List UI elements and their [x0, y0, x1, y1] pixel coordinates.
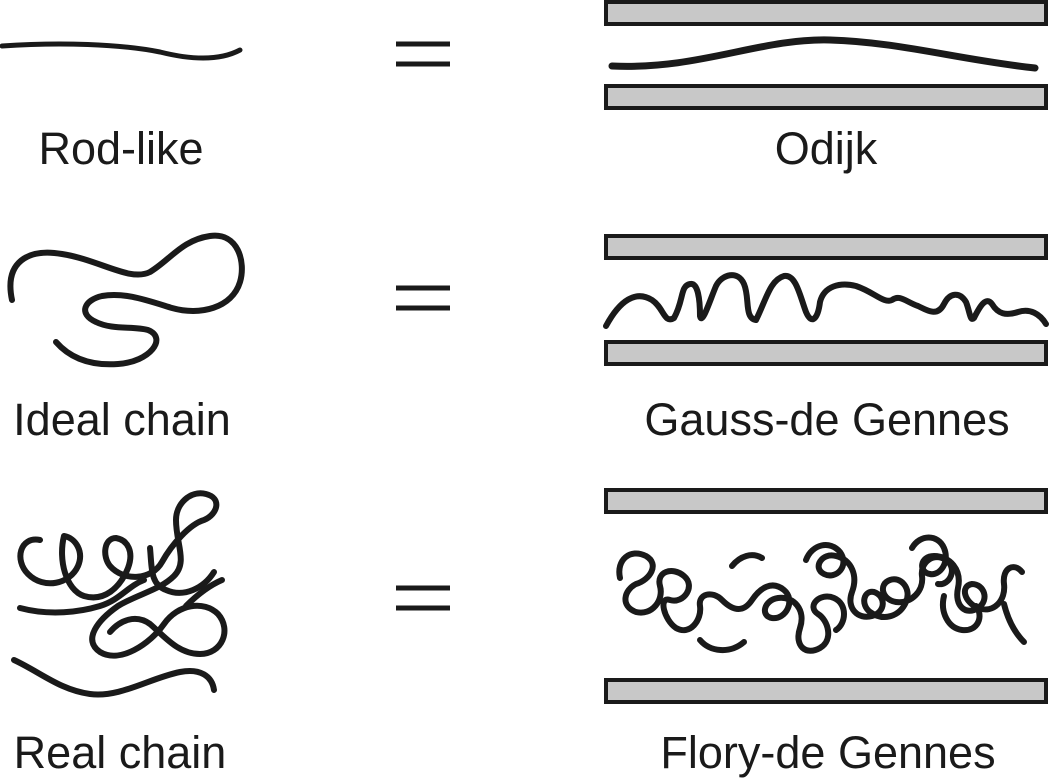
slit-wall-top-row-1	[604, 0, 1048, 26]
equals-sign-row-1	[396, 41, 450, 67]
label-real-chain: Real chain	[13, 727, 227, 778]
flory-de-gennes-slit-channel	[604, 488, 1048, 704]
label-odijk: Odijk	[774, 123, 878, 174]
confined-rod-chain	[608, 36, 1039, 72]
slit-wall-bottom-row-2	[604, 340, 1048, 366]
equals-sign-row-2	[396, 285, 450, 311]
confined-real-chain	[616, 534, 1027, 654]
confined-ideal-chain	[603, 272, 1049, 329]
label-rod-like: Rod-like	[38, 123, 204, 174]
ideal-chain-polymer	[7, 232, 245, 368]
real-chain-polymer	[11, 490, 228, 698]
slit-wall-bottom-row-3	[604, 678, 1048, 704]
label-ideal-chain: Ideal chain	[13, 394, 231, 445]
label-gauss-de-gennes: Gauss-de Gennes	[644, 394, 1010, 445]
odijk-slit-channel	[604, 0, 1048, 110]
label-flory-de-gennes: Flory-de Gennes	[660, 727, 996, 778]
slit-wall-top-row-3	[604, 488, 1048, 514]
slit-wall-top-row-2	[604, 234, 1048, 260]
equals-sign-row-3	[396, 585, 450, 611]
gauss-de-gennes-slit-channel	[603, 234, 1049, 366]
slit-wall-bottom-row-1	[604, 84, 1048, 110]
rod-like-polymer	[0, 41, 243, 61]
